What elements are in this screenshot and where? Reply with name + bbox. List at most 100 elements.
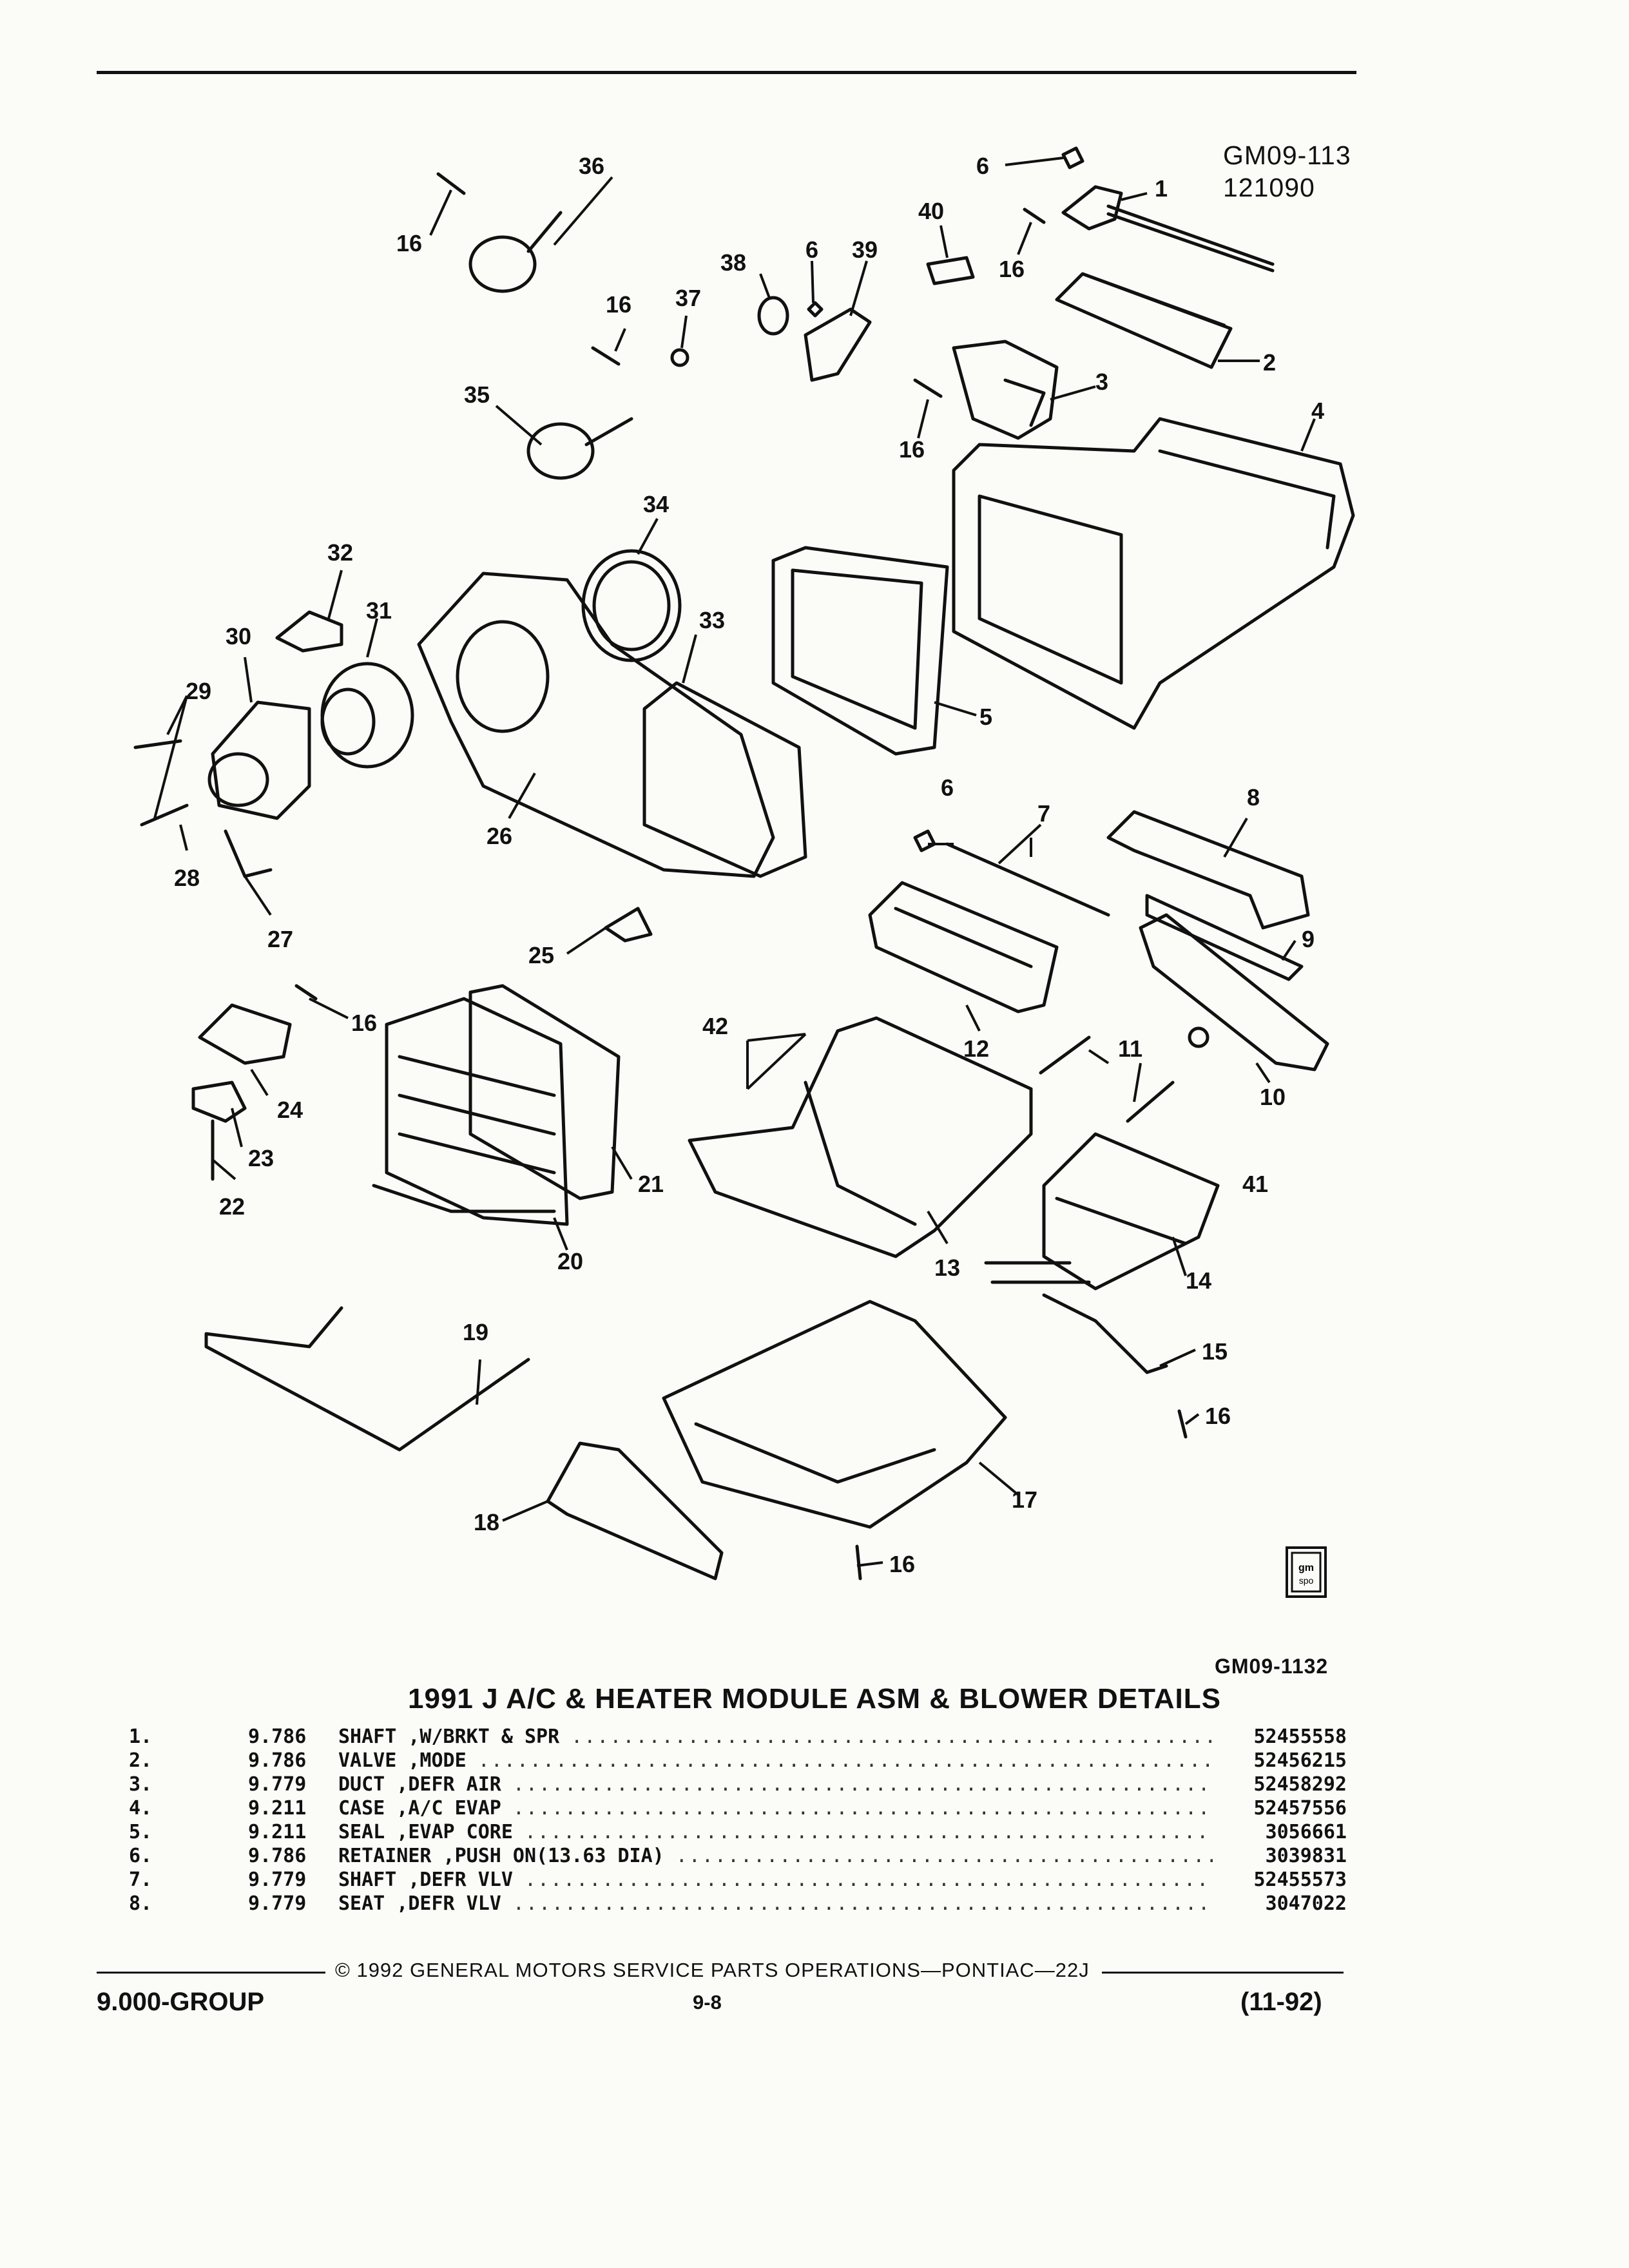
part-blower-motor (211, 700, 311, 820)
callout-11: 11 (1118, 1035, 1142, 1062)
part-evaporator (385, 997, 569, 1226)
callout-6b: 6 (805, 236, 818, 263)
callout-35: 35 (464, 381, 490, 408)
callout-33: 33 (699, 607, 725, 633)
callout-13: 13 (934, 1254, 960, 1281)
leader-dots: ........................................… (571, 1725, 1213, 1748)
page-number: 9-8 (693, 1991, 722, 2013)
part-blower-case (417, 572, 775, 878)
part-id: 52455573 (1253, 1869, 1347, 1891)
leader-dots: ........................................… (512, 1892, 1213, 1915)
part-id: 3056661 (1265, 1821, 1347, 1843)
parts-row: 8. 9.779 SEAT ,DEFR VLV ................… (129, 1892, 1347, 1916)
part-description: SEAT ,DEFR VLV (338, 1892, 501, 1915)
part-defroster-duct (952, 340, 1059, 440)
part-nut-37 (670, 348, 689, 367)
catalog-code: 9.786 (248, 1749, 307, 1772)
parts-row: 2. 9.786 VALVE ,MODE ...................… (129, 1749, 1347, 1773)
part-description: VALVE ,MODE (338, 1749, 467, 1772)
part-id: 3047022 (1265, 1892, 1347, 1915)
catalog-code: 9.786 (248, 1845, 307, 1867)
top-rule (97, 71, 1356, 74)
part-actuator-35 (526, 422, 595, 480)
part-number: 6. (129, 1845, 153, 1867)
callout-16c: 16 (351, 1010, 377, 1036)
callout-17: 17 (1012, 1486, 1037, 1513)
callout-16f: 16 (606, 291, 631, 318)
callout-23: 23 (248, 1145, 274, 1171)
callout-7: 7 (1037, 800, 1050, 827)
callout-20: 20 (557, 1248, 583, 1274)
callout-16a: 16 (1205, 1403, 1231, 1429)
gm-spo-logo: gm spo (1286, 1546, 1327, 1598)
part-bracket-39 (804, 307, 872, 382)
callout-4: 4 (1311, 398, 1324, 424)
callout-39: 39 (852, 236, 878, 263)
leader-dots: ........................................… (524, 1821, 1213, 1843)
callout-15: 15 (1202, 1338, 1228, 1365)
leader-dots: ........................................… (477, 1749, 1213, 1772)
revision-code: (11-92) (1240, 1988, 1322, 2016)
catalog-code: 9.211 (248, 1821, 307, 1843)
part-clamp-23 (191, 1081, 247, 1123)
part-id: 52455558 (1253, 1725, 1347, 1748)
part-screw-28 (140, 803, 189, 827)
part-defroster-frame (868, 881, 1059, 1014)
part-valve-blade (1139, 913, 1329, 1072)
part-number: 4. (129, 1797, 153, 1820)
callout-3: 3 (1095, 369, 1108, 395)
callout-42: 42 (702, 1013, 728, 1039)
callout-27: 27 (267, 926, 293, 952)
callout-25: 25 (528, 942, 554, 968)
part-screw-16 (294, 172, 1188, 1581)
callout-1: 1 (1155, 175, 1168, 202)
part-number: 7. (129, 1869, 153, 1891)
leader-dots: ........................................… (524, 1869, 1213, 1891)
figure-date-code: 121090 (1223, 173, 1315, 202)
part-id: 52458292 (1253, 1773, 1347, 1796)
parts-row: 6. 9.786 RETAINER ,PUSH ON(13.63 DIA) ..… (129, 1845, 1347, 1869)
part-lower-case (662, 1300, 1007, 1529)
callout-38: 38 (720, 249, 746, 276)
part-description: SHAFT ,W/BRKT & SPR (338, 1725, 560, 1748)
part-heater-case (688, 1016, 1033, 1258)
part-heater-pipe-bracket (1042, 1293, 1168, 1374)
callout-16b: 16 (889, 1551, 915, 1577)
part-shaft-bracket (1061, 185, 1275, 273)
callout-8: 8 (1247, 784, 1260, 811)
part-screw-29 (133, 739, 182, 749)
part-description: DUCT ,DEFR AIR (338, 1773, 501, 1796)
page-title: 1991 J A/C & HEATER MODULE ASM & BLOWER … (408, 1683, 1221, 1715)
part-number: 1. (129, 1725, 153, 1748)
part-number: 5. (129, 1821, 153, 1843)
callout-2: 2 (1263, 349, 1276, 376)
part-id: 52456215 (1253, 1749, 1347, 1772)
leader-dots: ........................................… (675, 1845, 1213, 1867)
parts-row: 5. 9.211 SEAL ,EVAP CORE ...............… (129, 1821, 1347, 1845)
callout-24: 24 (277, 1097, 303, 1123)
catalog-code: 9.779 (248, 1869, 307, 1891)
parts-row: 3. 9.779 DUCT ,DEFR AIR ................… (129, 1773, 1347, 1797)
part-washer-38 (757, 296, 789, 336)
callout-6a: 6 (976, 153, 989, 179)
part-clip-40 (926, 256, 975, 285)
catalog-code: 9.779 (248, 1892, 307, 1915)
callout-32: 32 (327, 539, 353, 566)
parts-row: 7. 9.779 SHAFT ,DEFR VLV ...............… (129, 1869, 1347, 1892)
part-mode-valve (1055, 272, 1233, 369)
part-number: 8. (129, 1892, 153, 1915)
callout-40: 40 (918, 198, 944, 224)
callout-12: 12 (963, 1035, 989, 1062)
part-number: 3. (129, 1773, 153, 1796)
part-strip-11a (1039, 1035, 1091, 1075)
callout-19: 19 (463, 1319, 488, 1345)
callout-28: 28 (174, 865, 200, 891)
part-bracket-24 (198, 1003, 292, 1065)
leader-lines (153, 157, 1316, 1567)
parts-list: 1. 9.786 SHAFT ,W/BRKT & SPR ...........… (129, 1725, 1347, 1916)
callout-5: 5 (979, 704, 992, 730)
callout-16d: 16 (899, 436, 925, 463)
callout-22: 22 (219, 1193, 245, 1220)
part-evap-core-seal (771, 546, 949, 756)
part-description: CASE ,A/C EVAP (338, 1797, 501, 1820)
